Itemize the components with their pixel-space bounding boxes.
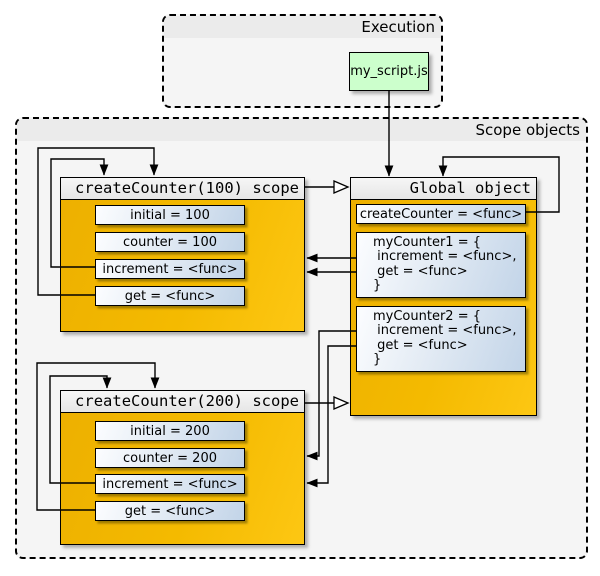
script-node: my_script.js (349, 52, 429, 91)
scope100-title: createCounter(100) scope (61, 178, 304, 200)
var-box-counter: counter = 100 (95, 232, 245, 252)
scope200-title: createCounter(200) scope (61, 391, 304, 413)
var-box-increment: increment = <func> (95, 474, 245, 494)
execution-title: Execution (164, 16, 441, 38)
var-box-initial: initial = 100 (95, 205, 245, 225)
scope200-node: createCounter(200) scope initial = 200 c… (60, 390, 305, 545)
var-box-counter: counter = 200 (95, 448, 245, 468)
scope100-node: createCounter(100) scope initial = 100 c… (60, 177, 305, 332)
global-object-node: Global object createCounter = <func> myC… (350, 177, 537, 416)
var-box-increment: increment = <func> (95, 259, 245, 279)
scope-objects-title: Scope objects (17, 119, 586, 141)
var-box-get: get = <func> (95, 501, 245, 521)
var-box-createcounter: createCounter = <func> (356, 204, 526, 224)
var-box-mycounter2: myCounter2 = { increment = <func>, get =… (356, 306, 526, 372)
var-box-mycounter1: myCounter1 = { increment = <func>, get =… (356, 232, 526, 298)
script-label: my_script.js (350, 64, 428, 79)
var-box-initial: initial = 200 (95, 421, 245, 441)
global-object-title: Global object (351, 178, 536, 200)
var-box-get: get = <func> (95, 286, 245, 306)
